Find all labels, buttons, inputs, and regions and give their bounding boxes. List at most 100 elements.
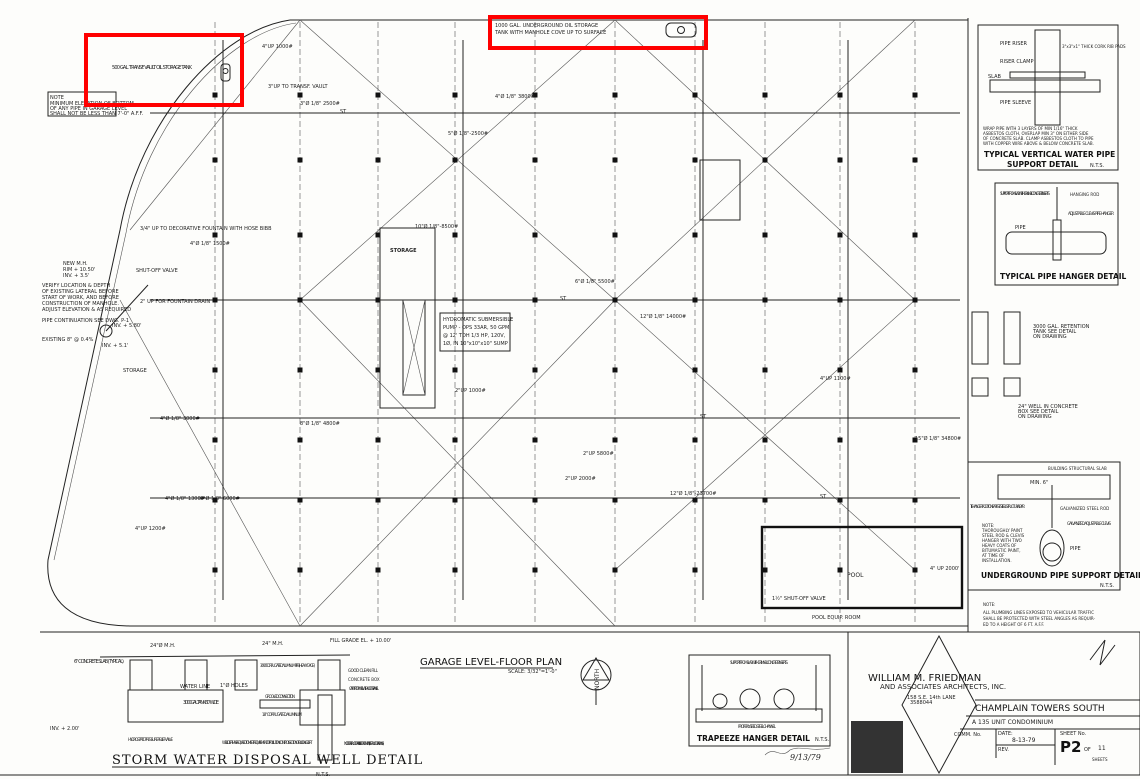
svg-text:SHEETS: SHEETS <box>1092 757 1108 762</box>
pipe-label: 4"Ø 1/8" 3000# <box>160 415 200 422</box>
column <box>692 437 698 443</box>
column <box>692 232 698 238</box>
svg-text:WATER LINE: WATER LINE <box>180 684 210 690</box>
pipe-label: ST <box>820 494 827 500</box>
svg-text:COMM. No.: COMM. No. <box>954 732 982 738</box>
svg-text:SUPPORT DETAIL: SUPPORT DETAIL <box>1007 160 1079 169</box>
column <box>762 497 768 503</box>
svg-text:SUPPORT FROM SLAB WITH GRINNEL: SUPPORT FROM SLAB WITH GRINNEL CONCRETE … <box>1000 191 1050 196</box>
svg-text:1000 GAL. UNDERGROUND OIL STOR: 1000 GAL. UNDERGROUND OIL STORAGE <box>495 23 598 29</box>
manhole-symbol <box>99 324 113 338</box>
column <box>912 367 918 373</box>
svg-text:GALVANIZED STEEL ROD: GALVANIZED STEEL ROD <box>1060 506 1109 511</box>
column <box>452 497 458 503</box>
column <box>912 437 918 443</box>
svg-text:THOROUGHLY PAINT: THOROUGHLY PAINT <box>981 528 1023 533</box>
svg-text:1Ø, IN 10"x10"x10" SUMP: 1Ø, IN 10"x10"x10" SUMP <box>443 340 508 347</box>
total-sheets: 11 <box>1098 745 1106 752</box>
svg-text:TIE HANGER ROD TO NEAREST STEE: TIE HANGER ROD TO NEAREST STEEL STRUCTUR… <box>969 504 1025 509</box>
svg-text:OF ANY PIPE IN GARAGE LEVEL: OF ANY PIPE IN GARAGE LEVEL <box>50 106 127 112</box>
svg-text:DATE:: DATE: <box>998 731 1013 737</box>
column <box>837 437 843 443</box>
column <box>452 367 458 373</box>
pipe-label: 15"Ø 1/8" 34800# <box>915 435 961 442</box>
column <box>762 437 768 443</box>
svg-text:NOTE: NOTE <box>50 95 64 101</box>
svg-text:ON DRAWING: ON DRAWING <box>1018 414 1052 420</box>
column <box>532 497 538 503</box>
svg-text:PIPE SLEEVE: PIPE SLEEVE <box>1000 100 1031 106</box>
svg-text:SHUT-OFF VALVE: SHUT-OFF VALVE <box>136 268 178 274</box>
column <box>532 297 538 303</box>
column <box>912 157 918 163</box>
engineering-stamp <box>851 721 903 773</box>
pipe-label: 12"Ø 1/8" 14000# <box>640 313 686 320</box>
svg-text:CONCRETE BOX: CONCRETE BOX <box>348 677 380 682</box>
svg-text:SHALL NOT BE LESS THAN 7'-0" A: SHALL NOT BE LESS THAN 7'-0" A.F.F. <box>50 111 144 117</box>
column <box>297 497 303 503</box>
svg-text:EXISTING 8" @ 0.4%: EXISTING 8" @ 0.4% <box>42 337 94 343</box>
signature-date: 9/13/79 <box>790 753 821 762</box>
tank-symbol <box>220 63 231 82</box>
svg-text:PUMP - OPS 33AR, 50 GPM,: PUMP - OPS 33AR, 50 GPM, <box>443 325 511 331</box>
pipe-label: ST <box>700 414 707 420</box>
column <box>612 567 618 573</box>
column <box>375 232 381 238</box>
column <box>532 157 538 163</box>
column <box>762 92 768 98</box>
building-outline-inner <box>53 22 297 561</box>
svg-text:N.T.S.: N.T.S. <box>815 737 830 743</box>
pipe-label: 4"UP 1100# <box>820 376 851 382</box>
pipe-label: 2"UP 2000# <box>565 476 596 482</box>
svg-text:ED TO A HEIGHT OF 6 FT. A.F.F.: ED TO A HEIGHT OF 6 FT. A.F.F. <box>983 622 1044 627</box>
architect-name: WILLIAM M. FRIEDMAN <box>868 673 981 684</box>
svg-text:FILL GRADE EL. + 10.00': FILL GRADE EL. + 10.00' <box>330 638 391 644</box>
column <box>837 567 843 573</box>
svg-text:N.T.S.: N.T.S. <box>316 772 331 778</box>
manhole-note: NEW M.H. RIM + 10.50' INV. + 3.5' VERIFY… <box>42 226 272 349</box>
svg-text:OF: OF <box>1084 747 1091 753</box>
pipe-label: 4"Ø 1/8" 1500# <box>190 240 230 247</box>
pipe-label: 12"Ø 1/8"-23700# <box>670 490 716 497</box>
storage-center-label: STORAGE <box>390 248 417 254</box>
svg-text:NOTE: FOR STRUCTURAL REINFORCE: NOTE: FOR STRUCTURAL REINFORCEMENT (SEE … <box>344 741 385 746</box>
svg-text:ON DRAWING: ON DRAWING <box>1033 334 1067 340</box>
pipe-label: 2"UP 1000# <box>455 388 486 394</box>
title-block: WILLIAM M. FRIEDMAN AND ASSOCIATES ARCHI… <box>847 631 1140 776</box>
svg-text:3588044: 3588044 <box>910 700 932 706</box>
pipe-label: 8"Ø 1/8" 4800# <box>300 420 340 427</box>
column <box>532 367 538 373</box>
svg-text:18" CORRUGATED ALUMINUM: 18" CORRUGATED ALUMINUM <box>262 712 303 717</box>
north-arrow: NORTH <box>580 657 612 705</box>
stair-core <box>379 227 436 409</box>
pool-up-label: 4" UP 2000' <box>930 566 959 572</box>
svg-text:500 GAL. TRANSF. VAULT OIL STO: 500 GAL. TRANSF. VAULT OIL STORAGE TANK <box>112 65 193 71</box>
column <box>612 367 618 373</box>
column <box>837 92 843 98</box>
svg-text:PROPERLY SIZED STEEL CHANNEL: PROPERLY SIZED STEEL CHANNEL <box>738 724 777 729</box>
column <box>212 232 218 238</box>
column <box>297 367 303 373</box>
structural-grid <box>119 19 960 627</box>
svg-text:SLAB: SLAB <box>988 74 1001 80</box>
svg-text:ASBESTOS CLOTH, OVERLAP MIN 3": ASBESTOS CLOTH, OVERLAP MIN 3" ON EITHER… <box>983 131 1089 136</box>
svg-text:PIPE RISER: PIPE RISER <box>1000 41 1028 47</box>
elevator-shaft <box>402 299 426 396</box>
storm-water-well-detail: 24"Ø M.H. 24" M.H. FILL GRADE EL. + 10.0… <box>50 638 422 778</box>
svg-text:PIPE CONTINUATION SEE DWG. P-1: PIPE CONTINUATION SEE DWG. P-1 <box>42 318 129 324</box>
column <box>375 567 381 573</box>
svg-text:NORTH: NORTH <box>594 669 601 690</box>
column <box>297 437 303 443</box>
svg-text:HEAVY COATS OF: HEAVY COATS OF <box>982 543 1017 548</box>
svg-text:OF CONCRETE SLAB. CLAMP ASBEST: OF CONCRETE SLAB. CLAMP ASBESTOS CLOTH T… <box>983 136 1094 141</box>
svg-text:HANGING ROD: HANGING ROD <box>1070 192 1099 197</box>
svg-text:WITH COPPER WIRE ABOVE & BELOW: WITH COPPER WIRE ABOVE & BELOW CONCRETE … <box>983 141 1094 146</box>
pipe-label: 6"Ø 1/8" 6000# <box>200 495 240 502</box>
svg-text:N.T.S.: N.T.S. <box>1100 583 1115 589</box>
svg-text:TANK SEE DETAIL: TANK SEE DETAIL <box>1032 329 1076 335</box>
column <box>212 367 218 373</box>
svg-text:INV. + 3.5': INV. + 3.5' <box>63 273 89 279</box>
column <box>452 92 458 98</box>
column <box>837 232 843 238</box>
